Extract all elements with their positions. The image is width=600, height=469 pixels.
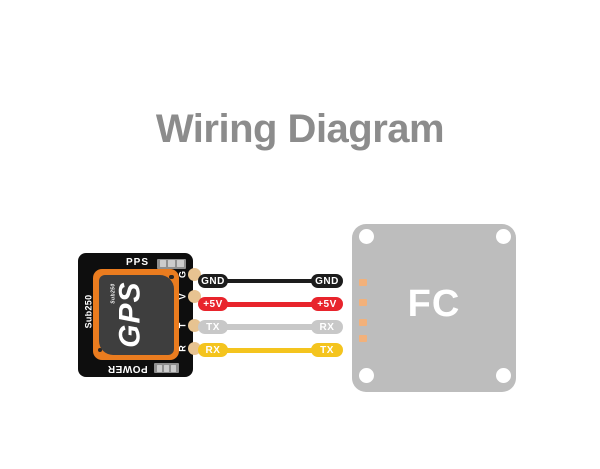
wire-gps-label-rx: RX bbox=[198, 343, 228, 357]
wire-fc-label-plus5v: +5V bbox=[311, 297, 343, 311]
fc-mounting-hole bbox=[359, 368, 374, 383]
gps-pin-letter: R bbox=[177, 345, 188, 352]
gps-pin-pad bbox=[187, 290, 201, 303]
wire-rx bbox=[213, 347, 331, 353]
gps-pin-pad bbox=[187, 342, 201, 355]
gps-pps-connector bbox=[157, 258, 186, 269]
wire-gps-label-plus5v: +5V bbox=[198, 297, 228, 311]
fc-pad bbox=[358, 318, 367, 326]
wire-gps-label-tx: TX bbox=[198, 320, 228, 334]
gps-chip bbox=[99, 275, 174, 355]
wire-fc-label-gnd: GND bbox=[311, 274, 343, 288]
gps-pin-letter: V bbox=[177, 293, 188, 300]
fc-mounting-hole bbox=[359, 229, 374, 244]
fc-mounting-hole bbox=[496, 229, 511, 244]
gps-logo: Sub250 GPS bbox=[111, 275, 163, 356]
gps-pin-letter: G bbox=[177, 271, 188, 279]
page-title: Wiring Diagram bbox=[155, 107, 445, 151]
fc-pad bbox=[358, 279, 367, 286]
gps-pps-label: PPS bbox=[126, 257, 150, 268]
wire-gps-label-gnd: GND bbox=[198, 274, 228, 288]
gps-pin-pad bbox=[187, 268, 201, 281]
wire-tx bbox=[213, 324, 331, 330]
fc-board: FC bbox=[352, 224, 516, 392]
wire-fc-label-tx: RX bbox=[311, 320, 343, 334]
wire-gnd bbox=[213, 279, 331, 283]
wire-plus5v bbox=[213, 301, 331, 307]
fc-pad bbox=[358, 299, 367, 306]
gps-pin-letter: T bbox=[177, 322, 188, 329]
gps-screw-dot bbox=[169, 274, 174, 279]
gps-power-connector bbox=[154, 363, 179, 373]
fc-label: FC bbox=[407, 283, 461, 325]
wire-fc-label-rx: TX bbox=[311, 343, 343, 357]
gps-pin-pad bbox=[187, 319, 201, 332]
gps-screw-dot bbox=[97, 347, 102, 352]
gps-logo-text: GPS bbox=[113, 281, 147, 348]
fc-mounting-hole bbox=[496, 368, 511, 383]
fc-pad bbox=[358, 334, 367, 342]
gps-power-label: POWER bbox=[107, 363, 148, 374]
